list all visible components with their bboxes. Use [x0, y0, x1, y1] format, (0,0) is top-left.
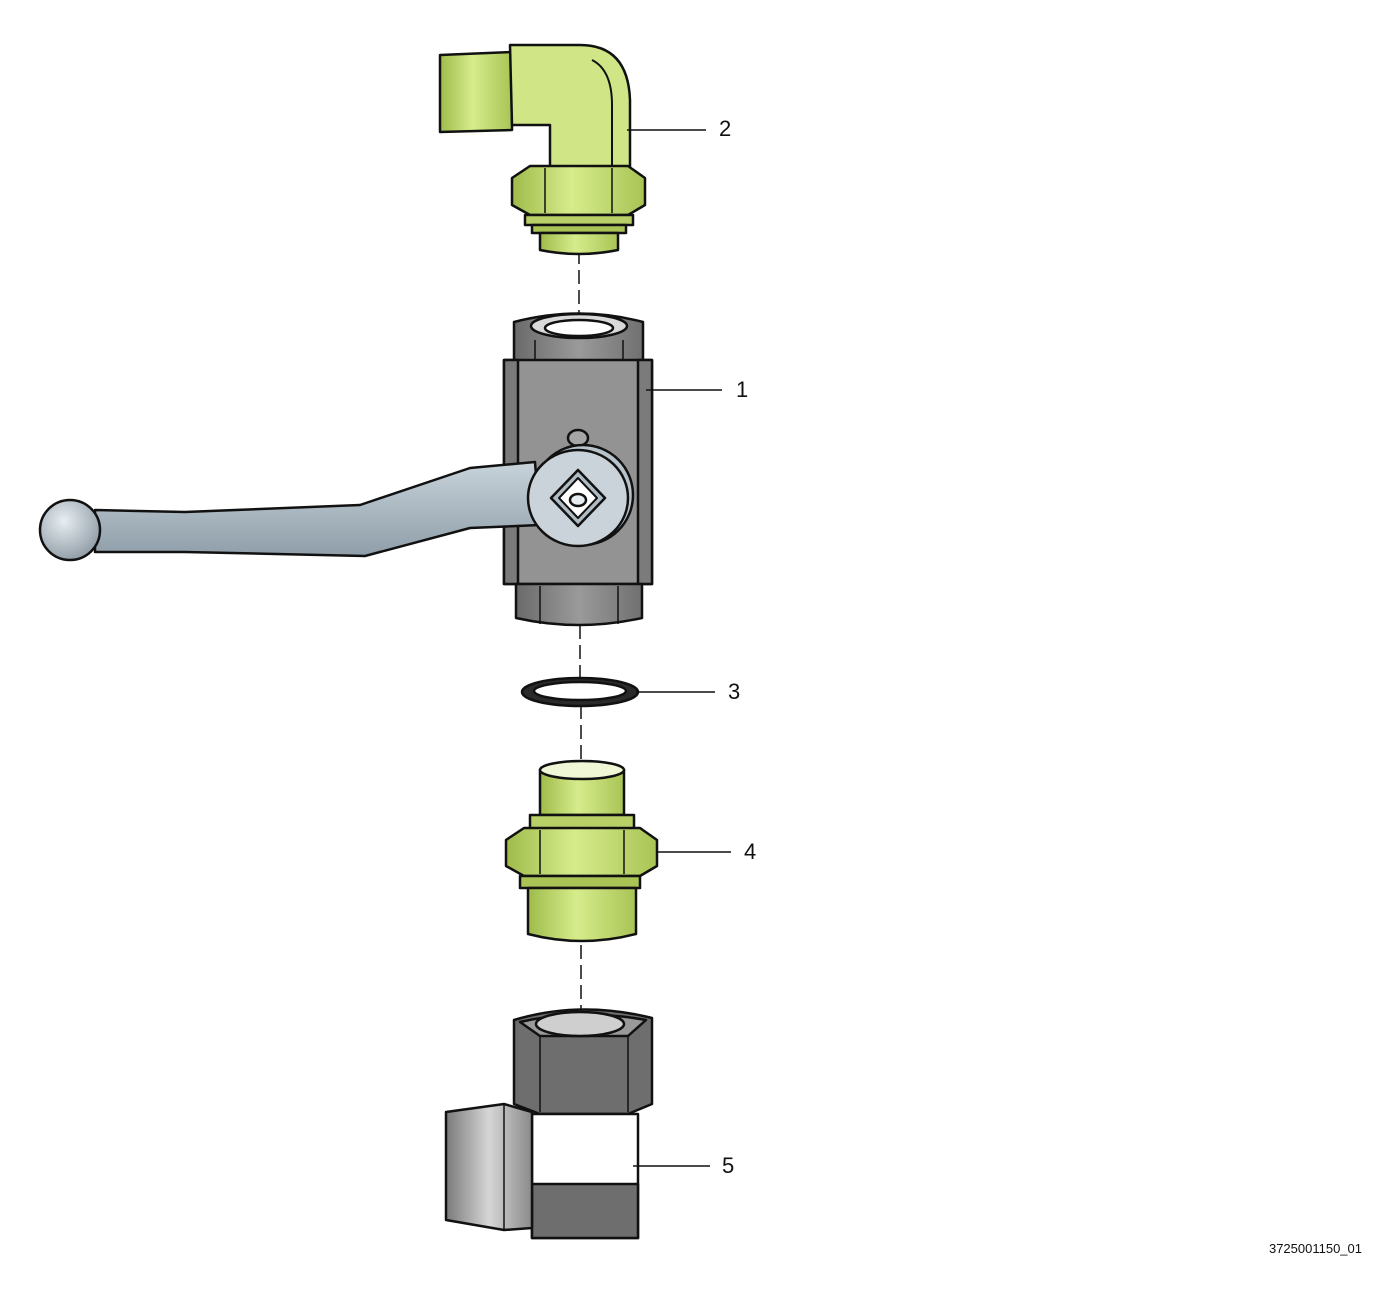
callout-3: 3	[728, 679, 740, 704]
leader-lines	[627, 129, 731, 1167]
drawing-id-label: 3725001150_01	[1268, 1241, 1362, 1256]
part-2-elbow-fitting	[438, 43, 647, 256]
callout-1: 1	[736, 377, 748, 402]
callout-2: 2	[719, 116, 731, 141]
part-5-swivel-elbow	[444, 1008, 654, 1240]
part-3-seal-ring	[520, 676, 640, 708]
part-4-adapter	[504, 759, 659, 943]
callout-4: 4	[744, 839, 756, 864]
callout-5: 5	[722, 1153, 734, 1178]
assembly-axis	[578, 250, 582, 1010]
part-1-ball-valve	[38, 312, 654, 627]
